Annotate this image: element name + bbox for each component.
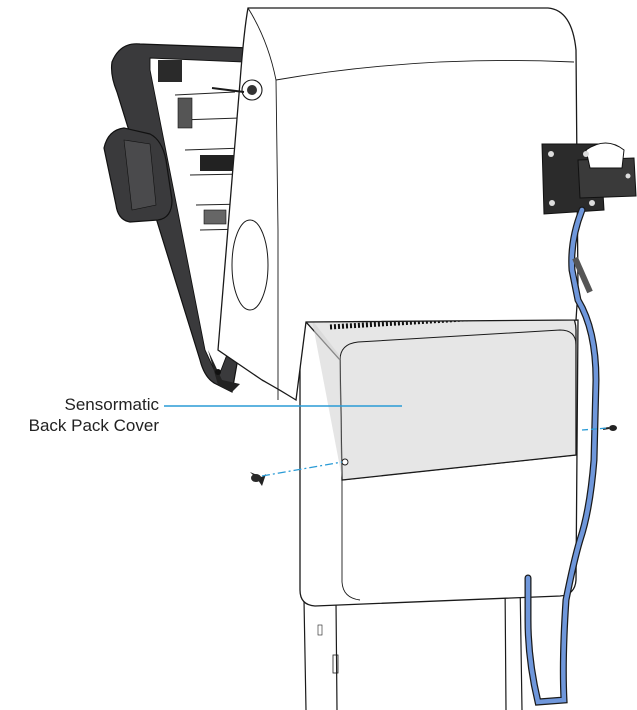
screw-axis-line bbox=[261, 461, 343, 477]
callout-label-line-1: Sensormatic bbox=[64, 395, 159, 414]
main-housing bbox=[211, 7, 579, 402]
screw-right-axis-line bbox=[581, 427, 609, 431]
callout-label-line-2: Back Pack Cover bbox=[28, 416, 159, 435]
screw-left bbox=[250, 472, 266, 486]
scanner-bracket bbox=[541, 142, 637, 215]
display-handle bbox=[103, 127, 173, 223]
pedestal-post bbox=[303, 579, 523, 710]
data-cable bbox=[524, 206, 600, 706]
back-pack-cover bbox=[305, 299, 577, 481]
